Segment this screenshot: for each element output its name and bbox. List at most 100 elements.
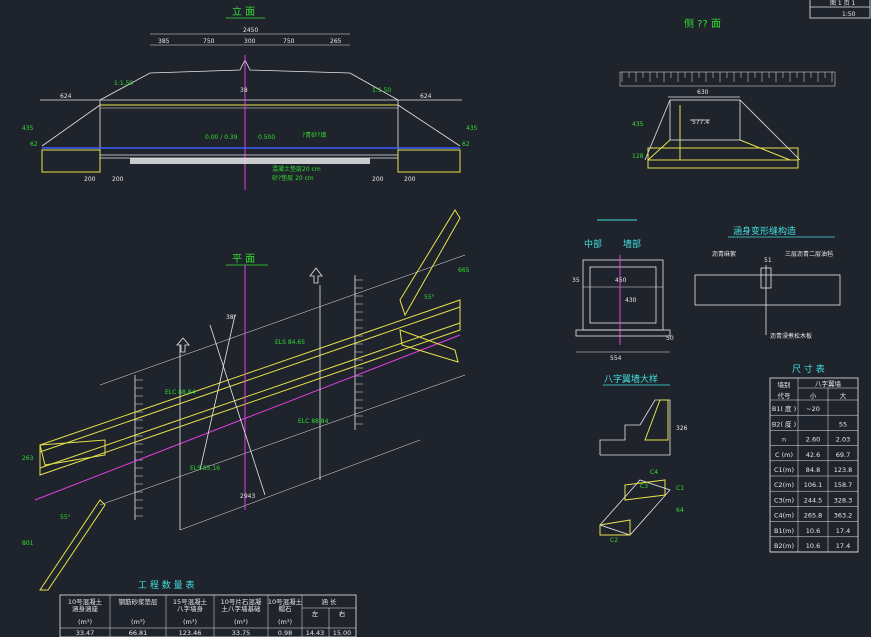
end-title: 墙部 — [623, 238, 641, 250]
plan-elc-right: ELC 88.84 — [298, 418, 329, 425]
qty-header-2: 15号混凝土 — [173, 597, 208, 606]
deform-value: 51 — [764, 257, 772, 264]
size-cell-0-1: ~20 — [806, 405, 820, 413]
elevation-title: 立 面 — [232, 5, 255, 18]
size-cell-5-0: C2(m) — [774, 481, 794, 489]
elev-height-right: 435 — [466, 125, 478, 132]
size-cell-2-0: n — [782, 436, 786, 444]
elev-seg-3: 300 — [244, 38, 256, 45]
elev-height-left: 435 — [22, 125, 34, 132]
elevation-view: 立 面 2450 385 750 300 750 265 38 624 624 … — [22, 5, 478, 190]
size-cell-6-0: C3(m) — [774, 496, 794, 504]
middle-base-dim: 50 — [666, 335, 674, 342]
elev-elevation-center: 0.500 — [258, 134, 275, 141]
size-cell-7-1: 265.8 — [804, 512, 823, 520]
title-block-line2: 1:50 — [842, 11, 856, 18]
wing-title: 八字翼墙大样 — [604, 373, 658, 385]
side-small-dim: 128 — [632, 153, 644, 160]
elev-left-width: 624 — [60, 93, 72, 100]
qty-value-2: 123.46 — [179, 629, 202, 637]
middle-h2-dim: 430 — [625, 297, 637, 304]
side-title: 侧 ?? 面 — [684, 17, 721, 30]
elev-right-width: 624 — [420, 93, 432, 100]
side-height-dim: 435 — [632, 121, 644, 128]
plan-length-dim: 2943 — [240, 493, 255, 500]
deform-label-1: 沥青麻絮 — [712, 250, 736, 258]
plan-angle-top: 38° — [226, 314, 237, 321]
qty-value-5: 14.43 — [306, 629, 325, 637]
side-mid-dim: 577.4 — [692, 119, 709, 126]
deform-title: 涵身变形缝构造 — [733, 225, 796, 237]
side-top-dim: 630 — [697, 89, 709, 96]
qty-value-4: 0.98 — [278, 629, 292, 637]
plan-dim-right: 665 — [458, 267, 470, 274]
middle-section-view: 中部 墙部 554 450 430 35 50 — [572, 219, 674, 362]
qty-unit-0: (m³) — [78, 618, 92, 626]
elev-total-dim: 2450 — [243, 27, 258, 34]
elev-bottom-right-1: 200 — [372, 176, 384, 183]
size-cell-5-1: 106.1 — [804, 481, 823, 489]
size-cell-2-2: 2.03 — [836, 436, 850, 444]
size-cell-9-0: B2(m) — [774, 542, 794, 550]
elev-seg-2: 750 — [203, 38, 215, 45]
elev-bottom-right-2: 200 — [404, 176, 416, 183]
qty-value-6: 15.00 — [333, 629, 352, 637]
size-cell-3-1: 42.6 — [806, 451, 820, 459]
size-table-title: 尺 寸 表 — [792, 363, 825, 375]
size-cell-8-2: 17.4 — [836, 527, 850, 535]
size-cell-1-2: 55 — [839, 420, 847, 428]
title-block: 图 1 页 1 1:50 — [809, 0, 871, 19]
elev-center-label: 38 — [240, 87, 248, 94]
middle-width-dim: 554 — [610, 355, 622, 362]
elev-small-left: 62 — [30, 141, 38, 148]
size-cell-0-0: B1( 度 ) — [772, 404, 796, 413]
size-cell-6-1: 244.5 — [804, 496, 823, 504]
size-cell-4-1: 84.8 — [806, 466, 820, 474]
size-cell-7-0: C4(m) — [774, 512, 794, 520]
middle-side-dim: 35 — [572, 277, 580, 284]
size-cell-9-1: 10.6 — [806, 542, 820, 550]
size-cell-3-2: 69.7 — [836, 451, 850, 459]
size-cell-3-0: C (m) — [775, 451, 793, 459]
qty-table-title: 工 程 数 量 表 — [138, 579, 194, 591]
qty-unit-4: (m³) — [278, 618, 292, 626]
size-cell-6-2: 328.3 — [834, 496, 853, 504]
size-head-2: 八字翼墙 — [815, 379, 842, 388]
qty-header-2: 八字墙身 — [177, 604, 204, 613]
wing-c2-label: C2 — [610, 537, 618, 544]
size-cell-8-0: B1(m) — [774, 527, 794, 535]
size-head-1: 墙别 — [778, 380, 791, 389]
wing-width-dim: 64 — [676, 507, 684, 514]
qty-unit-5: 左 — [312, 609, 319, 618]
plan-els-right: ELS 84.65 — [275, 339, 305, 346]
wing-c1-label: C1 — [676, 485, 684, 492]
elev-bottom-left-1: 200 — [84, 176, 96, 183]
elev-seg-4: 750 — [283, 38, 295, 45]
deform-label-2: 三层沥青二层油毡 — [785, 250, 833, 258]
deform-joint-view: 涵身变形缝构造 沥青麻絮 三层沥青二层油毡 沥青浸煮松木板 51 — [694, 225, 841, 340]
wing-c3-label: C3 — [640, 483, 648, 490]
wing-height-dim: 326 — [676, 425, 688, 432]
qty-header-4: 10号混凝土 — [268, 597, 303, 606]
size-cell-2-1: 2.60 — [806, 436, 820, 444]
size-cell-4-0: C1(m) — [774, 466, 794, 474]
elev-seg-1: 385 — [158, 38, 170, 45]
qty-value-1: 66.81 — [129, 629, 148, 637]
elev-seg-5: 265 — [330, 38, 342, 45]
qty-header-4: 帽石 — [279, 604, 293, 613]
qty-value-0: 33.47 — [76, 629, 95, 637]
plan-angle-left: 55° — [60, 514, 71, 521]
size-cell-7-2: 363.2 — [834, 512, 853, 520]
elev-note-concrete: 混凝土垫层20 cm — [272, 165, 321, 173]
size-head-code: 代号 — [778, 391, 792, 400]
plan-dim-left-2: 801 — [22, 540, 34, 547]
plan-elc-left: ELC 88.84 — [165, 389, 196, 396]
wing-detail-view: 八字翼墙大样 326 C4 C2 C3 C1 64 — [599, 373, 688, 544]
size-cell-9-2: 17.4 — [836, 542, 850, 550]
wing-c4-label: C4 — [650, 469, 658, 476]
elev-elevation-mid: 0.00 / 0.39 — [205, 134, 238, 141]
deform-label-3: 沥青浸煮松木板 — [770, 332, 812, 340]
side-section-view: 侧 ?? 面 630 577.4 435 128 — [619, 17, 836, 169]
middle-title: 中部 — [584, 238, 602, 250]
